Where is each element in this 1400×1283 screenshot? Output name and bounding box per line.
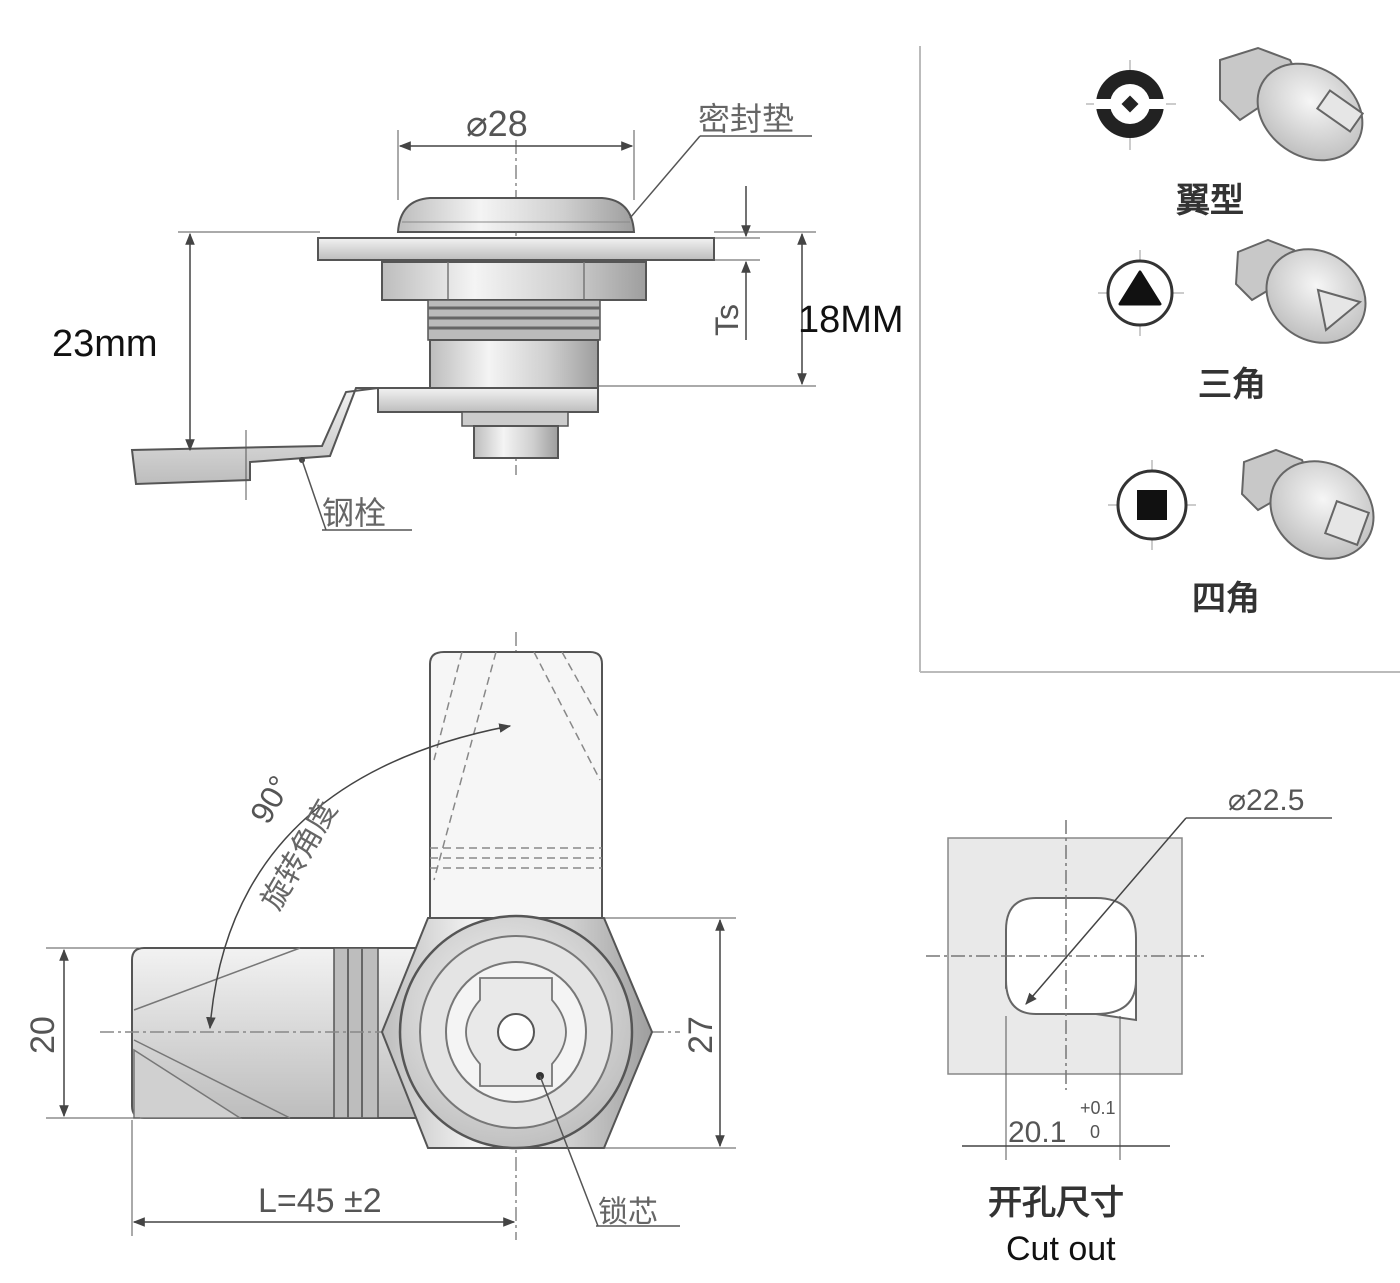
cam-bolt — [130, 387, 379, 486]
tolerance-upper: +0.1 — [1080, 1098, 1116, 1118]
gasket-label: 密封垫 — [698, 100, 794, 138]
wing-key-3d — [1219, 46, 1365, 162]
square-label: 四角 — [1192, 579, 1260, 619]
cutout-title-en: Cut out — [1006, 1230, 1116, 1268]
key-type-triangle: 三角 — [1098, 238, 1367, 405]
hex-label: 27 — [682, 1016, 720, 1054]
triangle-key-3d — [1234, 238, 1367, 344]
thread — [427, 299, 601, 341]
square-icon — [1137, 490, 1167, 520]
height-label: 18MM — [798, 299, 904, 341]
diameter-label: ⌀28 — [466, 103, 528, 144]
key-type-square: 四角 — [1108, 448, 1375, 619]
cam-arm-vertical — [429, 651, 603, 921]
panel-plate — [317, 237, 715, 261]
side-view: ⌀28 密封垫 Ts 18MM 23mm 钢栓 — [52, 100, 904, 532]
lock-body — [429, 339, 599, 391]
keyhole — [497, 1013, 535, 1051]
front-view: 90° 旋转角度 20 27 L=45 ±2 锁芯 — [24, 632, 736, 1240]
tolerance-lower: 0 — [1090, 1122, 1100, 1142]
cutout-view: ⌀22.5 20.1 +0.1 0 开孔尺寸 Cut out — [926, 784, 1332, 1268]
key-types-panel: 翼型 三角 四角 — [919, 46, 1400, 673]
cutout-diameter-label: ⌀22.5 — [1228, 784, 1304, 817]
wing-label: 翼型 — [1176, 181, 1244, 221]
cam-arm-horizontal — [131, 947, 421, 1119]
triangle-icon — [1118, 270, 1162, 306]
bolt-height-label: 23mm — [52, 323, 158, 365]
key-type-wing: 翼型 — [1086, 46, 1365, 221]
square-key-3d — [1240, 448, 1375, 560]
ts-label: Ts — [709, 304, 745, 336]
hex-nut — [381, 261, 647, 301]
lock-cap — [396, 197, 636, 233]
angle-label: 90° — [243, 770, 298, 830]
triangle-label: 三角 — [1198, 365, 1266, 405]
cutout-title-cn: 开孔尺寸 — [988, 1183, 1124, 1223]
cutout-flat-label: 20.1 — [1008, 1116, 1066, 1149]
bolt-label: 钢栓 — [322, 494, 386, 532]
core-label: 锁芯 — [598, 1195, 658, 1230]
length-label: L=45 ±2 — [258, 1182, 382, 1220]
width-label: 20 — [24, 1016, 62, 1054]
